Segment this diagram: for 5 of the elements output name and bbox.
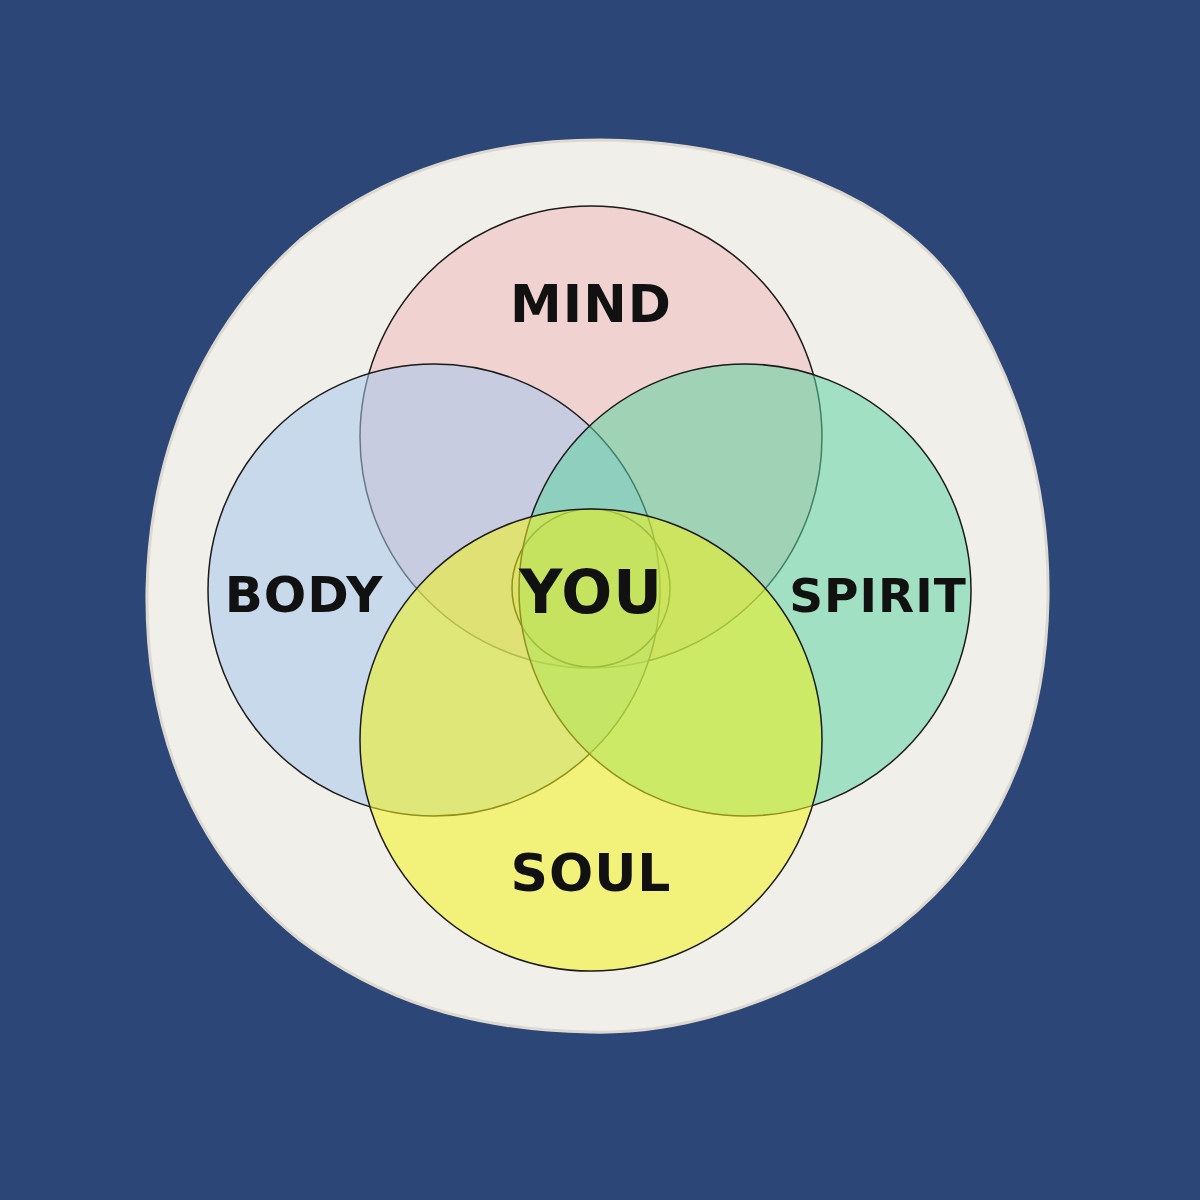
circle-label: YOU	[519, 562, 663, 622]
circle-label: BODY	[224, 570, 384, 620]
circle-label: MIND	[510, 278, 672, 330]
circle-label: SPIRIT	[789, 571, 967, 619]
circle-label: SOUL	[510, 847, 672, 899]
